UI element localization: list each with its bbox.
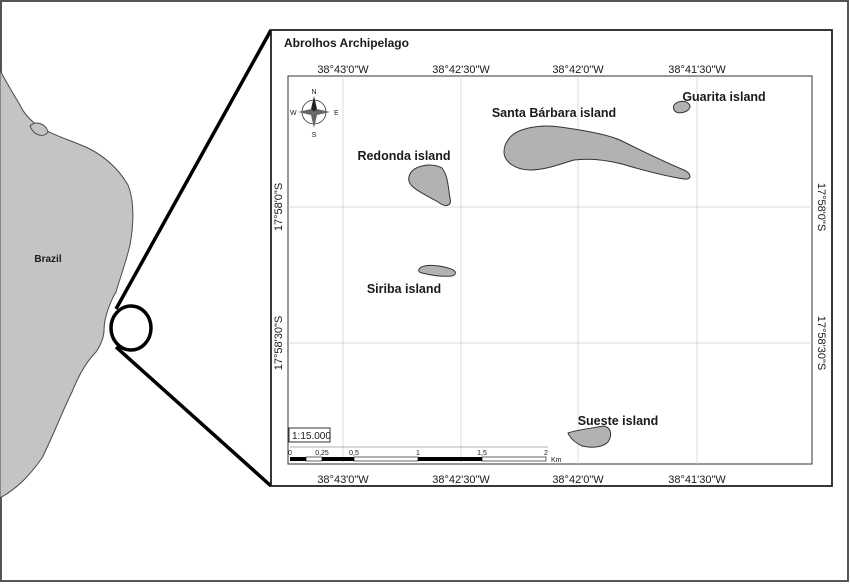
island-shape-siriba <box>418 264 456 277</box>
compass-north-label: N <box>311 89 316 96</box>
latitude-label-left: 17°58'0"S <box>273 183 285 231</box>
longitude-label-bottom: 38°42'30"W <box>432 474 490 486</box>
inset-map-frame <box>270 29 833 487</box>
latitude-label-right: 17°58'0"S <box>815 183 827 231</box>
island-shape-sueste <box>567 425 612 448</box>
scale-tick-label: 1 <box>416 450 420 457</box>
island-label-guarita: Guarita island <box>682 90 765 104</box>
scale-ratio-box <box>288 427 331 443</box>
scale-bar: 1:15.000 0 0,25 0,5 1 1,5 2 Km <box>288 427 562 464</box>
location-highlight-circle <box>109 304 153 352</box>
scale-bar-segment <box>305 456 323 462</box>
longitude-label-top: 38°43'0"W <box>317 64 369 76</box>
island-shape-guarita <box>672 100 691 114</box>
latitude-label-left: 17°58'30"S <box>273 316 285 370</box>
longitude-label-bottom: 38°43'0"W <box>317 474 369 486</box>
latitude-label-right: 17°58'30"S <box>815 316 827 370</box>
longitude-label-bottom: 38°42'0"W <box>552 474 604 486</box>
coastal-island-fragment <box>29 122 49 136</box>
zoom-line-top <box>114 29 273 310</box>
longitude-label-top: 38°41'30"W <box>668 64 726 76</box>
compass-west-label: W <box>290 110 297 117</box>
scale-bar-segment <box>418 457 482 461</box>
country-label: Brazil <box>34 254 61 265</box>
scale-tick-label: 0,25 <box>315 450 329 457</box>
longitude-label-bottom: 38°41'30"W <box>668 474 726 486</box>
longitude-label-top: 38°42'0"W <box>552 64 604 76</box>
zoom-line-bottom <box>114 345 273 488</box>
island-label-santa-barbara: Santa Bárbara island <box>492 106 616 120</box>
compass-east-label: E <box>334 110 339 117</box>
scale-tick-label: 1,5 <box>477 450 487 457</box>
scale-ratio: 1:15.000 <box>292 431 331 442</box>
scale-tick-label: 0,5 <box>349 450 359 457</box>
island-shape-santa-barbara <box>503 125 691 180</box>
scale-tick-label: 0 <box>288 450 292 457</box>
scale-bar-segment <box>322 457 354 461</box>
scale-bar-segment <box>290 457 306 461</box>
inset-map-neatline <box>287 75 813 465</box>
graticule <box>288 76 812 464</box>
island-label-siriba: Siriba island <box>367 282 441 296</box>
map-title: Abrolhos Archipelago <box>284 36 409 50</box>
scale-unit-label: Km <box>551 457 562 464</box>
compass-rose: N S E W <box>290 89 339 139</box>
islands-layer <box>408 100 691 448</box>
island-label-redonda: Redonda island <box>357 149 450 163</box>
scale-tick-label: 2 <box>544 450 548 457</box>
island-shape-redonda <box>408 164 451 206</box>
island-label-sueste: Sueste island <box>578 414 659 428</box>
scale-bar-segment <box>481 456 547 462</box>
scale-bar-segment <box>353 456 419 462</box>
longitude-label-top: 38°42'30"W <box>432 64 490 76</box>
compass-south-label: S <box>312 132 317 139</box>
